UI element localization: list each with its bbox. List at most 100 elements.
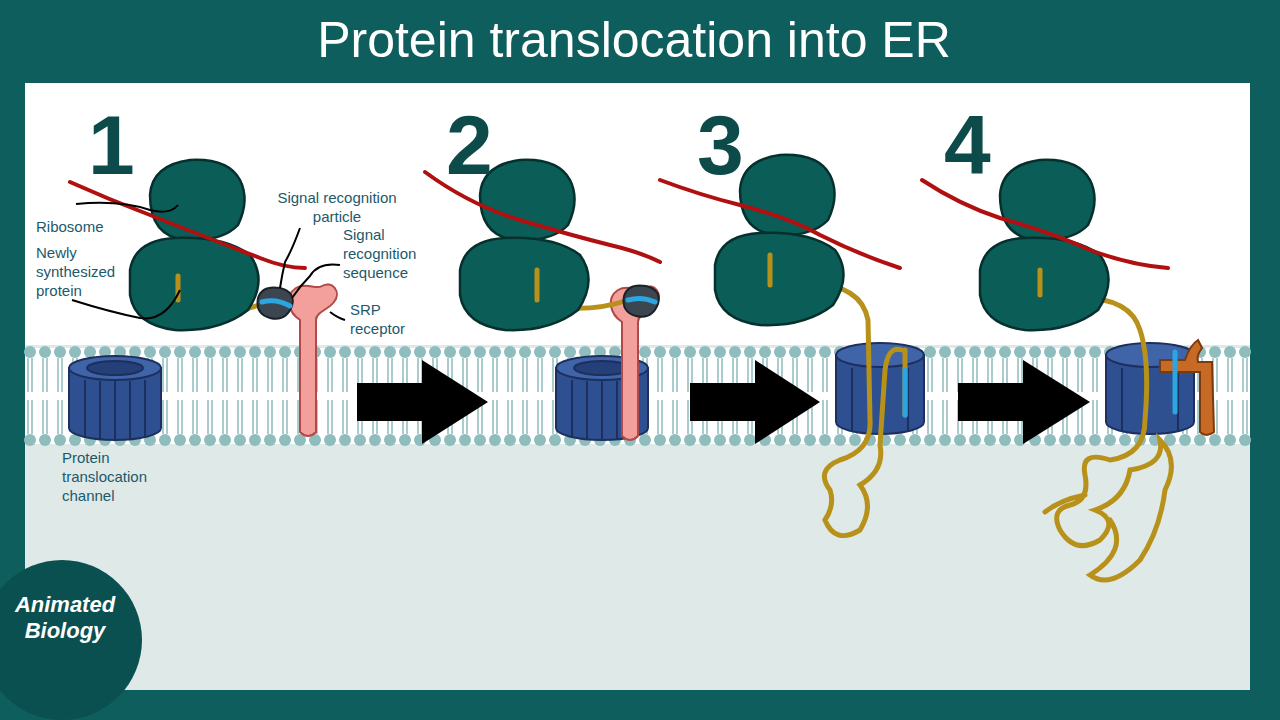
lipid-tail [538,400,542,434]
logo-badge [0,560,142,720]
lipid-head [894,434,906,446]
lipid-head [639,346,651,358]
lipid-tail [253,400,257,434]
lipid-head [219,346,231,358]
lipid-head [729,346,741,358]
lipid-head [1239,346,1251,358]
lipid-head [264,346,276,358]
lipid-head [369,434,381,446]
lipid-head [834,434,846,446]
lipid-tail [283,400,287,434]
lipid-tail [1093,358,1097,392]
lipid-head [1104,434,1116,446]
lipid-head [819,346,831,358]
lipid-tail [658,358,662,392]
lipid-tail [508,358,512,392]
lipid-tail [538,358,542,392]
lipid-head [669,434,681,446]
lipid-head [174,346,186,358]
lipid-tail [493,400,497,434]
lipid-head [714,434,726,446]
lipid-head [654,434,666,446]
step-number: 1 [88,100,135,190]
lipid-tail [673,400,677,434]
lipid-head [354,434,366,446]
lipid-tail [1228,358,1232,392]
lipid-tail [58,358,62,392]
lipid-tail [178,358,182,392]
lipid-head [984,434,996,446]
lipid-head [189,346,201,358]
lipid-head [339,434,351,446]
lipid-head [249,434,261,446]
lipid-tail [673,358,677,392]
lipid-tail [823,400,827,434]
lipid-head [399,346,411,358]
lipid-head [159,434,171,446]
lipid-head [1074,434,1086,446]
mrna [70,172,1168,268]
lipid-head [174,434,186,446]
lipid-head [939,346,951,358]
lipid-head [1044,434,1056,446]
lipid-tail [268,400,272,434]
lipid-head [384,346,396,358]
lipid-tail [223,358,227,392]
lipid-head [369,346,381,358]
lipid-head [744,346,756,358]
panel [25,83,1250,690]
lipid-head [969,434,981,446]
lipid-tail [28,400,32,434]
leader-lines [72,203,345,320]
part-label: Signal recognition sequence [343,225,439,282]
lipid-tail [208,358,212,392]
lipid-head [549,434,561,446]
part-label: Protein translocation channel [62,448,172,505]
lipid-tail [1228,400,1232,434]
lipid-head [324,346,336,358]
title: Protein translocation into ER [0,4,1274,76]
step-number: 4 [944,100,991,190]
lipid-tail [1243,400,1247,434]
lipid-head [954,434,966,446]
lipid-tail [928,400,932,434]
lipid-head [54,434,66,446]
lipid-head [1224,346,1236,358]
lipid-tail [808,358,812,392]
lipid-head [234,346,246,358]
lipid-tail [208,400,212,434]
part-label: Signal recognition particle [262,188,412,226]
lipid-head [939,434,951,446]
lipid-head [519,346,531,358]
lipid-head [984,346,996,358]
step-arrows [357,360,1090,444]
lipid-head [519,434,531,446]
lipid-tail [343,400,347,434]
lipid-tail [163,358,167,392]
lipid-head [1014,346,1026,358]
lipid-head [534,346,546,358]
lipid-tail [163,400,167,434]
lipid-head [24,434,36,446]
lipid-head [684,346,696,358]
lipid-head [774,346,786,358]
lipid-tail [238,358,242,392]
lipid-head [399,434,411,446]
lipid-head [669,346,681,358]
lipid-head [504,346,516,358]
lipid-head [84,346,96,358]
lipid-head [549,346,561,358]
lipid-head [249,346,261,358]
lipid-tail [1243,358,1247,392]
part-label: Ribosome [36,217,104,236]
lipid-tail [1078,358,1082,392]
lipid-head [684,434,696,446]
step-number: 2 [446,100,493,190]
lipid-head [459,434,471,446]
srp [258,285,659,318]
lipid-tail [928,358,932,392]
lipid-tail [493,358,497,392]
lipid-head [474,434,486,446]
lipid-head [1119,434,1131,446]
